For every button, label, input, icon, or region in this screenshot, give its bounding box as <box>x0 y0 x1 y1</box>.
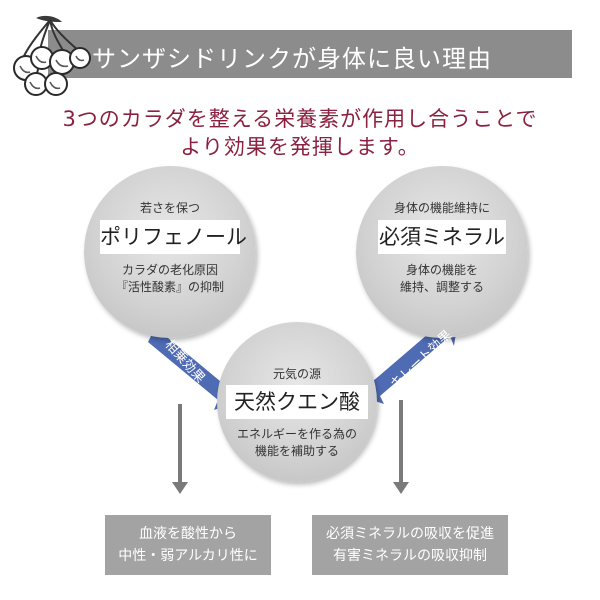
polyphenol-desc-1: カラダの老化原因 <box>121 263 218 277</box>
citric-acid-desc-1: エネルギーを作る為の <box>236 427 357 441</box>
result-right-line-1: 必須ミネラルの吸収を促進 <box>326 526 494 542</box>
left-down-arrow-head <box>172 482 188 494</box>
polyphenol-desc-2: 『活性酸素』の抑制 <box>115 280 224 294</box>
hawthorn-fruit-icon <box>13 15 91 96</box>
citric-acid-desc-2: 機能を補助する <box>254 444 339 458</box>
polyphenol-subtitle: 若さを保つ <box>139 201 200 215</box>
right-down-arrow-shaft <box>399 400 403 482</box>
left-down-arrow-shaft <box>178 404 182 482</box>
header-title: サンザシドリンクが身体に良い理由 <box>92 45 492 73</box>
right-down-arrow-head <box>393 482 409 494</box>
headline-line-2: より効果を発揮します。 <box>180 135 420 159</box>
polyphenol-name: ポリフェノール <box>100 220 247 254</box>
header-banner <box>48 30 572 78</box>
mineral-name: 必須ミネラル <box>378 220 506 254</box>
mineral-desc-1: 身体の機能を <box>405 263 478 277</box>
citric-acid-subtitle: 元気の源 <box>272 367 321 381</box>
mineral-desc-2: 維持、調整する <box>399 280 484 294</box>
synergy-double-arrow <box>136 318 238 410</box>
result-left-line-2: 中性・弱アルカリ性に <box>118 548 258 564</box>
result-left-line-1: 血液を酸性から <box>139 526 237 542</box>
mineral-subtitle: 身体の機能維持に <box>393 201 490 215</box>
result-box-right: 必須ミネラルの吸収を促進 有害ミネラルの吸収抑制 <box>312 515 508 575</box>
result-box-left: 血液を酸性から 中性・弱アルカリ性に <box>105 515 271 575</box>
citric-acid-name: 天然クエン酸 <box>226 385 368 419</box>
headline-line-1: 3つのカラダを整える栄養素が作用し合うことで <box>62 107 538 131</box>
result-right-line-2: 有害ミネラルの吸収抑制 <box>333 548 487 564</box>
